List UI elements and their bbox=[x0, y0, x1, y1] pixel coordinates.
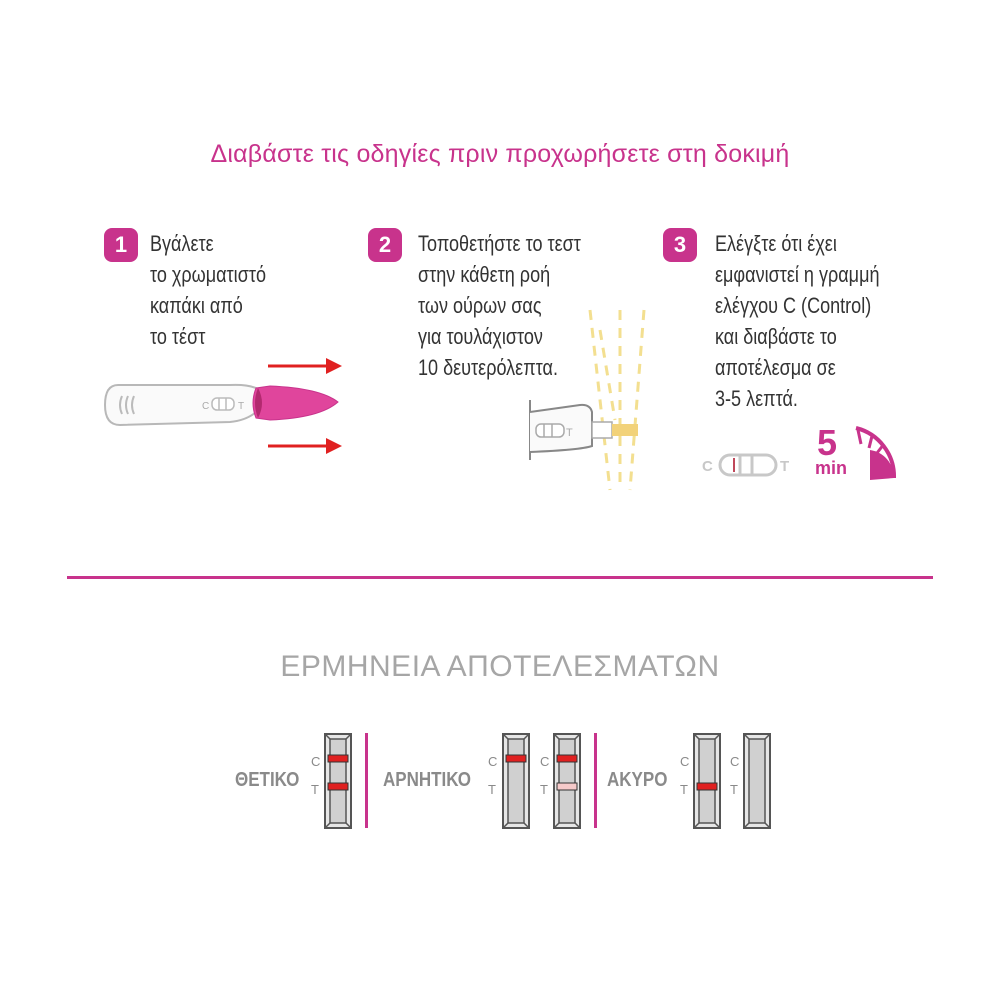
test-device-with-cap-icon: C T bbox=[103, 358, 342, 454]
strip-negative-faint-icon bbox=[553, 733, 581, 829]
svg-text:C: C bbox=[702, 458, 713, 475]
t-marker: T bbox=[680, 782, 688, 797]
arrow-right-icon bbox=[268, 358, 342, 374]
control-window-icon: C T bbox=[702, 453, 789, 477]
result-label-invalid: ΑΚΥΡΟ bbox=[607, 769, 668, 791]
section-divider bbox=[67, 576, 933, 579]
c-marker: C bbox=[311, 754, 321, 769]
step-1-text: Βγάλετε το χρωματιστό καπάκι από το τέστ bbox=[150, 231, 266, 349]
step-2-text: Τοποθετήστε το τεστ στην κάθετη ροή των … bbox=[418, 231, 581, 380]
timer-number: 5 bbox=[817, 422, 838, 463]
timer-unit: min bbox=[815, 458, 848, 478]
c-marker: C bbox=[540, 754, 550, 769]
arrow-right-icon bbox=[268, 438, 342, 454]
step-3-badge: 3 bbox=[663, 228, 697, 262]
t-marker: T bbox=[311, 782, 319, 797]
page-title: Διαβάστε τις οδηγίες πριν προχωρήσετε στ… bbox=[210, 140, 790, 168]
results-title: ΕΡΜΗΝΕΙΑ ΑΠΟΤΕΛΕΣΜΑΤΩΝ bbox=[280, 650, 720, 683]
t-marker: T bbox=[730, 782, 738, 797]
step-3-text: Ελέγξτε ότι έχει εμφανιστεί η γραμμή ελέ… bbox=[715, 231, 880, 411]
step-2-badge: 2 bbox=[368, 228, 402, 262]
svg-text:T: T bbox=[780, 458, 789, 475]
result-separator bbox=[365, 733, 368, 828]
c-marker: C bbox=[680, 754, 690, 769]
test-in-urine-stream-icon: T bbox=[529, 309, 646, 491]
strip-invalid-icon bbox=[693, 733, 721, 829]
c-marker: C bbox=[488, 754, 498, 769]
strip-negative-icon bbox=[502, 733, 530, 829]
strip-invalid-blank-icon bbox=[743, 733, 771, 829]
t-marker: T bbox=[488, 782, 496, 797]
result-label-negative: ΑΡΝΗΤΙΚΟ bbox=[383, 769, 472, 791]
timer-icon bbox=[855, 426, 897, 480]
result-label-positive: ΘΕΤΙΚΟ bbox=[235, 769, 300, 791]
result-separator bbox=[594, 733, 597, 828]
t-marker: T bbox=[540, 782, 548, 797]
c-marker: C bbox=[730, 754, 740, 769]
svg-text:T: T bbox=[238, 401, 244, 412]
svg-text:C: C bbox=[202, 401, 209, 412]
svg-text:T: T bbox=[566, 427, 573, 439]
strip-positive-icon bbox=[324, 733, 352, 829]
step-1-badge: 1 bbox=[104, 228, 138, 262]
